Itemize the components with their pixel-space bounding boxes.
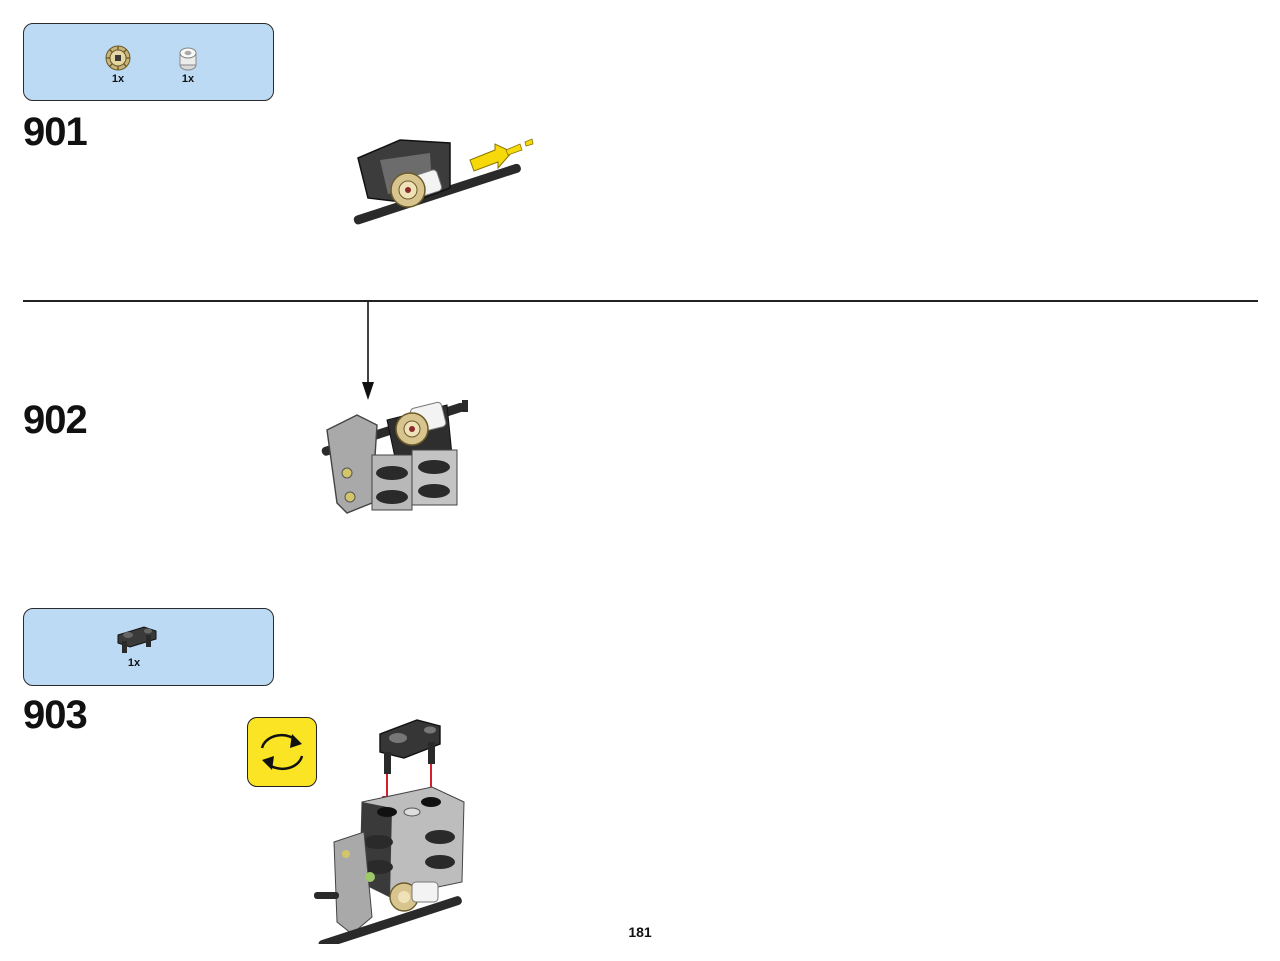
assembly-illustration-903	[314, 719, 465, 944]
part-axle-connector: 1x	[114, 621, 157, 669]
rotate-model-icon	[247, 717, 317, 787]
bevel-gear-icon	[105, 45, 131, 71]
step-divider	[23, 300, 1258, 302]
part-qty: 1x	[127, 657, 141, 669]
step-number-901: 901	[23, 110, 88, 154]
assembly-illustration-901	[353, 138, 534, 225]
parts-list-901: 1x 1x	[23, 23, 274, 101]
axle-connector-icon	[117, 626, 157, 653]
step-number-902: 902	[23, 398, 88, 442]
bush-icon	[179, 47, 197, 71]
part-qty: 1x	[111, 73, 125, 85]
part-bevel-gear: 1x	[98, 43, 138, 85]
step-number-903: 903	[23, 693, 88, 737]
sub-assembly-arrow	[362, 302, 374, 400]
part-qty: 1x	[181, 73, 195, 85]
assembly-illustration-902	[321, 400, 468, 514]
page-number: 181	[628, 924, 652, 940]
parts-list-903: 1x	[23, 608, 274, 686]
part-bush: 1x	[168, 45, 208, 85]
